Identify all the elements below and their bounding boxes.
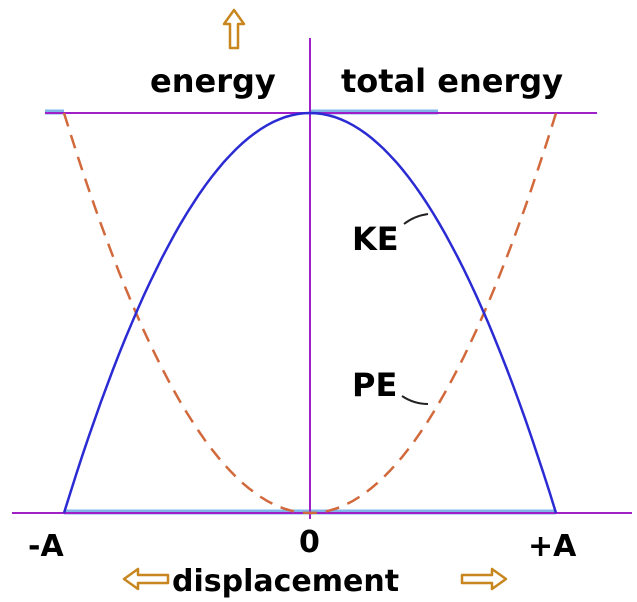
up-arrow-icon [222, 8, 246, 50]
x-tick-label-neg-a: -A [28, 529, 64, 564]
y-axis-label: energy [150, 62, 276, 100]
total-energy-label: total energy [341, 62, 563, 100]
x-axis-label: displacement [172, 564, 399, 599]
right-arrow-icon [460, 567, 508, 591]
pe-leader-line [401, 395, 429, 405]
ke-series-label: KE [352, 220, 399, 258]
pe-series-line [62, 112, 558, 515]
ke-leader-line [403, 213, 429, 225]
left-arrow-icon [122, 567, 170, 591]
x-tick-label-zero: 0 [299, 525, 320, 560]
x-tick-label-pos-a: +A [528, 529, 577, 564]
pe-series-label: PE [352, 366, 397, 404]
ke-series-line [62, 111, 558, 514]
